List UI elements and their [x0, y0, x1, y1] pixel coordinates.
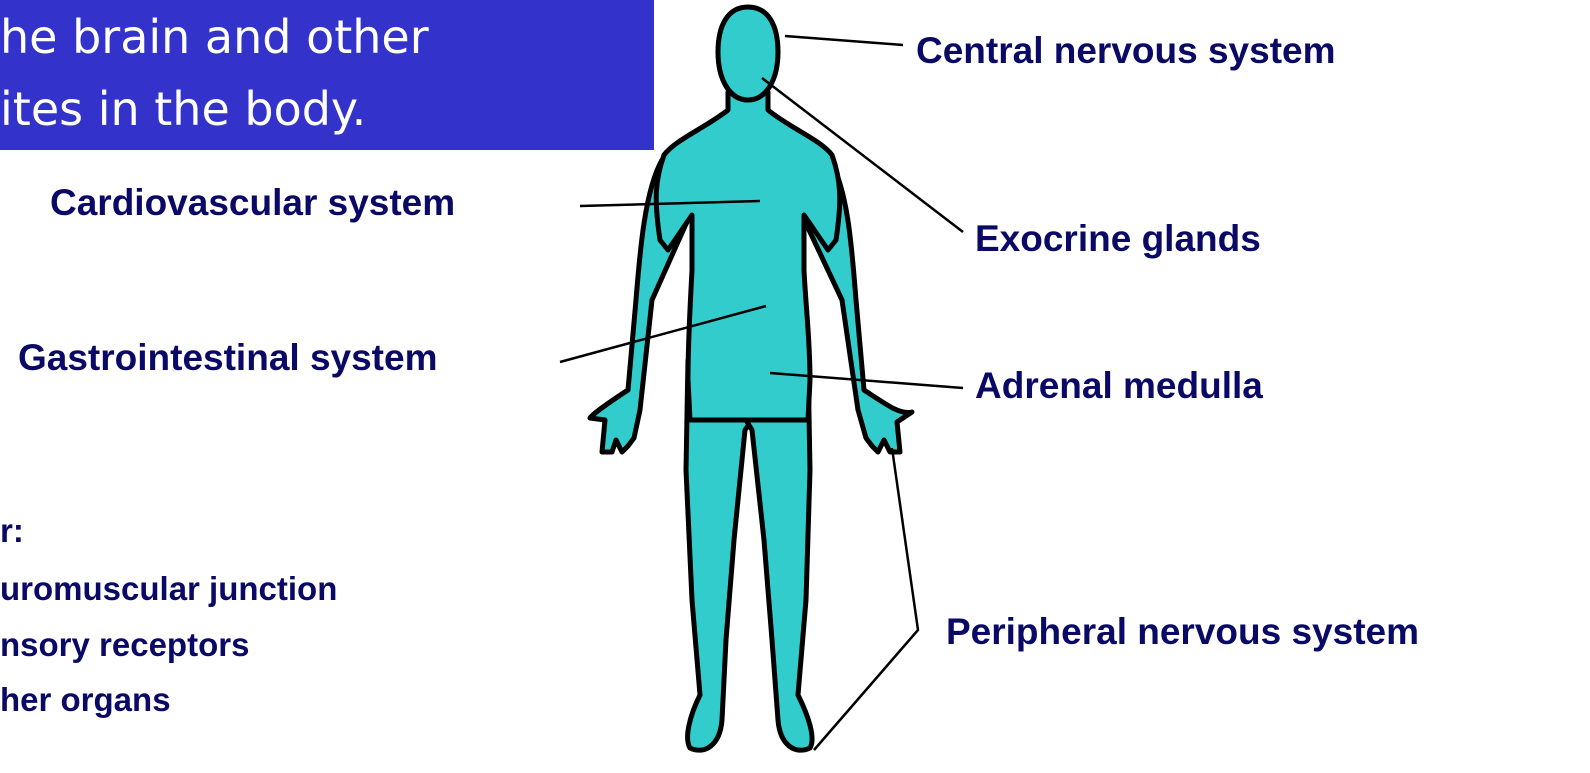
list-item: uromuscular junction	[0, 572, 337, 605]
label-cardiovascular-system: Cardiovascular system	[50, 184, 455, 221]
label-central-nervous-system: Central nervous system	[916, 32, 1336, 69]
head	[718, 7, 778, 100]
label-peripheral-nervous-system: Peripheral nervous system	[946, 613, 1419, 650]
label-adrenal-medulla: Adrenal medulla	[975, 367, 1263, 404]
human-figure	[590, 7, 912, 750]
label-gastrointestinal-system: Gastrointestinal system	[18, 339, 437, 376]
list-item: her organs	[0, 683, 171, 716]
leader-peripheral	[814, 448, 918, 750]
list-item: nsory receptors	[0, 628, 249, 661]
torso	[656, 92, 840, 420]
list-heading: r:	[0, 514, 24, 547]
leader-central	[785, 36, 903, 45]
label-exocrine-glands: Exocrine glands	[975, 220, 1261, 257]
